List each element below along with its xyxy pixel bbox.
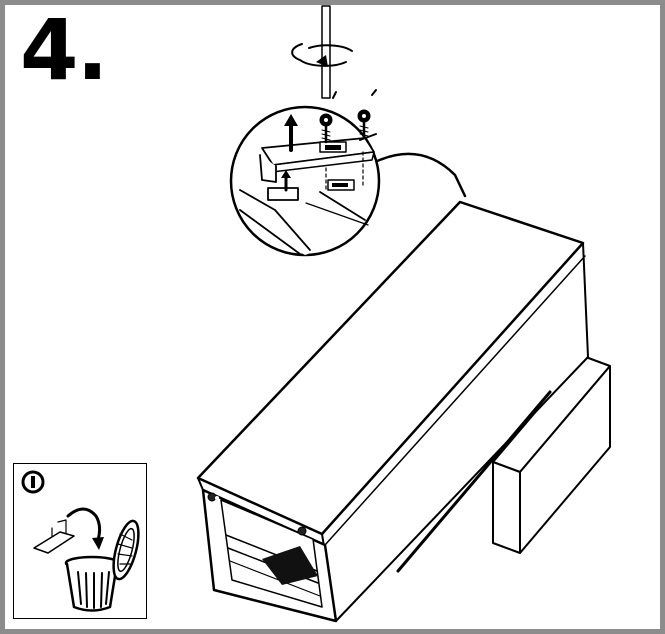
detail-callout	[229, 105, 467, 257]
screw-icon-2	[357, 109, 371, 140]
step-number: 4.	[20, 1, 108, 99]
drop-arrow-icon	[66, 507, 104, 550]
screwdriver-icon	[321, 5, 331, 99]
screw-icon	[319, 113, 333, 144]
info-disposal-box	[13, 463, 147, 619]
rotate-arrow-icon	[291, 43, 353, 67]
hood-body	[196, 200, 589, 623]
trash-can-icon	[64, 519, 140, 612]
lift-arrow-icon	[281, 114, 298, 192]
filter-sheet-icon	[33, 519, 75, 554]
rear-block	[492, 355, 611, 554]
info-icon	[21, 470, 45, 494]
